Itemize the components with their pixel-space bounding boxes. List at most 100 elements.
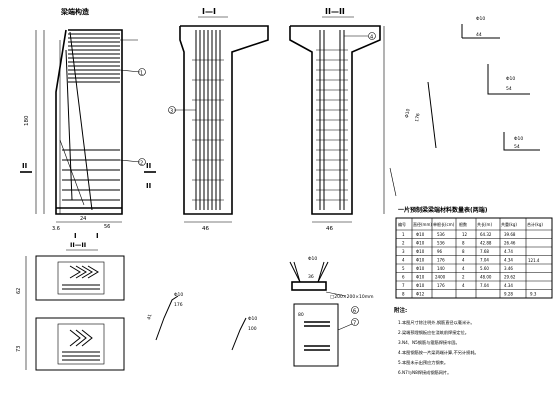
- rebar-shape-3: [427, 81, 437, 149]
- plate-plan-leader: [337, 323, 353, 331]
- section-i-dim: 46: [202, 226, 209, 232]
- rebar-shape-1-len: 44: [476, 32, 482, 38]
- table-cell: 48.00: [480, 275, 492, 280]
- table-cell: 1: [402, 232, 405, 237]
- table-cell: 8: [462, 241, 465, 246]
- table-cell: 3: [402, 249, 405, 254]
- rebar-detail-top: Φ10 44 Φ10 54 Φ10 176 Φ10 54: [389, 16, 540, 197]
- top-stirrups: [68, 33, 120, 83]
- table-row: 4 Φ10 176 4 7.04 4.34: [402, 258, 513, 263]
- plate-label-leader: [325, 291, 347, 297]
- rebar-shape-2-dia: Φ10: [506, 76, 515, 82]
- table-cell: 2: [462, 275, 465, 280]
- plate-plan-dim: 80: [298, 312, 304, 318]
- table-cell: 42.88: [480, 241, 492, 246]
- table-header: 编号 直径(mm) 单根长(cm) 根数 共长(m) 共重(kg) 合计(kg): [398, 221, 543, 227]
- rebar-diagonal-1: [69, 31, 93, 211]
- notes-heading: 附注:: [394, 306, 407, 314]
- note-item: 2.梁端预埋钢板应在浇筑前焊接定位。: [398, 329, 469, 336]
- table-cell: Φ10: [416, 258, 425, 263]
- leader-3: [119, 159, 141, 163]
- table-row: 2 Φ10 536 8 42.88 26.46: [402, 241, 516, 246]
- table-cell: 26.46: [504, 241, 516, 246]
- plate-label: □200×200×10mm: [330, 294, 373, 300]
- table-cell: 4: [462, 266, 465, 271]
- section-i-view: I—I 3 46: [168, 7, 269, 232]
- table-body: 1 Φ10 536 12 64.32 39.68 2 Φ10 536 8 42.…: [402, 232, 540, 297]
- table-header-cell: 单根长(cm): [433, 221, 455, 227]
- table-cell: 29.62: [504, 275, 516, 280]
- table-cell: 536: [437, 232, 445, 237]
- label-n1: 1: [140, 71, 143, 77]
- bearing-plate-detail: Φ10 36 □200×200×10mm 80 7 6: [289, 256, 373, 367]
- plate-rebar-len: 36: [308, 274, 314, 280]
- rebar-shape-1-dia: Φ10: [476, 16, 485, 22]
- table-header-cell: 合计(kg): [527, 221, 543, 227]
- table-row: 6 Φ10 2400 2 48.00 29.62: [402, 275, 516, 280]
- table-grid: [396, 218, 552, 298]
- rebar-shape-3-dia: Φ10: [404, 108, 412, 118]
- small-section-view: II—II 62 73: [16, 241, 125, 371]
- chevron-bars-upper: [62, 265, 100, 290]
- table-cell: 4.34: [504, 283, 513, 288]
- plate-top: [291, 281, 327, 291]
- table-cell: 2: [402, 241, 405, 246]
- table-cell: 140: [437, 266, 445, 271]
- note-item: 6.N7与N8焊接成钢筋网片。: [398, 369, 451, 376]
- leader-2: [119, 69, 141, 73]
- section-i-outline: [179, 25, 269, 215]
- table-cell: 96: [437, 249, 443, 254]
- table-cell: 2400: [435, 275, 446, 280]
- bent-bar-1-dia: Φ10: [174, 292, 183, 298]
- table-header-cell: 根数: [459, 221, 467, 227]
- table-cell: Φ10: [416, 275, 425, 280]
- table-cell: Φ10: [416, 266, 425, 271]
- beam-outline: [55, 29, 123, 215]
- section-marker-i-bottom: I: [74, 232, 77, 240]
- table-cell: 6: [402, 275, 405, 280]
- table-row: 7 Φ10 176 4 7.04 4.34: [402, 283, 513, 288]
- table-row: 5 Φ10 140 4 5.60 3.46: [402, 266, 513, 271]
- table-cell: 7: [402, 283, 405, 288]
- table-cell: Φ10: [416, 249, 425, 254]
- small-section-title: II—II: [70, 241, 86, 249]
- label-circle-1: [138, 68, 146, 76]
- table-header-cell: 共重(kg): [501, 221, 517, 227]
- bent-bar-details: 41 Φ10 176 Φ10 100: [146, 292, 257, 351]
- material-table: 一片预制梁梁端材料数量表(两端) 编号 直径(mm) 单根长(cm) 根数 共长…: [395, 206, 553, 299]
- plate-plan-label-2: 6: [353, 309, 356, 315]
- section-marker-ii-left: II: [22, 162, 27, 170]
- section-i-stirrups: [192, 59, 224, 201]
- table-cell: 4: [402, 258, 405, 263]
- table-cell: Φ10: [416, 232, 425, 237]
- table-cell-total-1: 121.4: [528, 258, 540, 263]
- plate-plan-frame: [293, 303, 339, 367]
- section-marker-ii-right: II: [146, 162, 151, 170]
- table-row: 1 Φ10 536 12 64.32 39.68: [402, 232, 516, 237]
- section-ii-outline: [289, 25, 381, 215]
- plate-plan-label: 7: [353, 321, 356, 327]
- table-row: 8 Φ12 9.28 9.3: [402, 292, 537, 297]
- rebar-diagonal-2: [65, 49, 73, 201]
- table-cell: 8: [462, 249, 465, 254]
- plate-plan-bars: [304, 321, 330, 351]
- rebar-shape-2: [487, 64, 530, 95]
- bottom-stirrups: [62, 149, 120, 201]
- table-cell: 4: [462, 283, 465, 288]
- dim-bottom-24: 24: [80, 216, 86, 222]
- small-section-lower-frame: [35, 317, 125, 371]
- section-ii-title: II—II: [325, 7, 345, 16]
- table-cell: 5: [402, 266, 405, 271]
- plate-rebar-dia: Φ10: [308, 256, 317, 262]
- plate-anchor-left: [293, 261, 301, 283]
- section-i-title: I—I: [202, 7, 216, 16]
- section-marker-i-bottom-2: I: [96, 232, 99, 240]
- table-cell: 7.04: [480, 283, 489, 288]
- table-cell: Φ10: [416, 241, 425, 246]
- small-section-lower-inner: [57, 323, 105, 365]
- table-header-cell: 编号: [398, 221, 406, 227]
- bent-bar-shape-2: [231, 317, 247, 351]
- note-item: 1.本图尺寸除注明外,钢筋直径以毫米计。: [398, 319, 475, 326]
- beam-end-view: 梁端构造: [20, 7, 156, 240]
